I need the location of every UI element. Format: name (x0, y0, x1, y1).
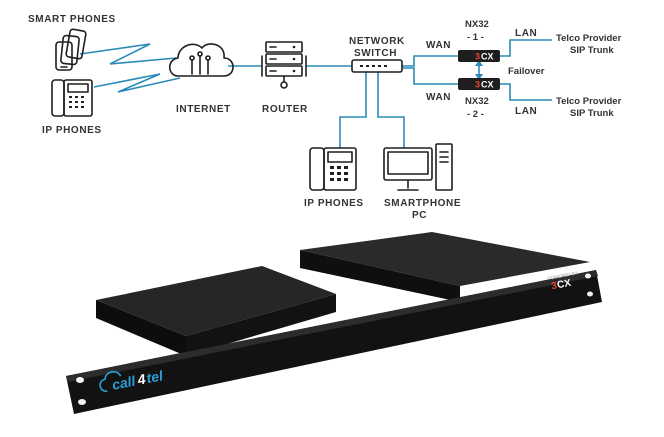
appliance-left-side (96, 300, 186, 356)
telco-top-label-line2: SIP Trunk (570, 45, 614, 56)
mount-hole-right-bottom (587, 291, 593, 297)
lan-bottom-label: LAN (515, 106, 537, 117)
nx32-1-badge-prefix: 3 (475, 52, 480, 62)
lan-top-label: LAN (515, 28, 537, 39)
powered-logo-suffix: CX (556, 278, 572, 292)
nx32-2-telco-link (500, 83, 552, 101)
ipphone-wireless-link (93, 73, 181, 93)
mount-hole-left-bottom (78, 399, 86, 405)
ip-phones-left-label: IP PHONES (42, 125, 102, 136)
diagram-labels: SMART PHONES IP PHONES INTERNET ROUTER N… (28, 14, 622, 221)
mount-hole-right-top (585, 273, 591, 279)
telco-bottom-label-line2: SIP Trunk (570, 108, 614, 119)
nx32-2-device: 3 CX (458, 78, 500, 90)
pc-icon (383, 143, 453, 191)
appliance-right-top (300, 232, 590, 286)
network-switch-label-line2: SWITCH (354, 48, 397, 59)
brand-call: call (111, 372, 138, 392)
nx32-2-badge-suffix: CX (481, 80, 494, 90)
mount-hole-left-top (76, 377, 84, 383)
brand-4: 4 (135, 371, 147, 388)
powered-by-badge: POWERED BY 3 CX (547, 270, 578, 292)
switch-ipphone-link (339, 72, 367, 148)
ip-phones-center-label: IP PHONES (304, 198, 364, 209)
nx32-2-label-line1: NX32 (465, 96, 489, 107)
wan-top-label: WAN (426, 40, 451, 51)
nx32-2-badge-prefix: 3 (475, 80, 480, 90)
appliance-left-top (96, 266, 336, 336)
rack-appliance: call 4 tel POWERED BY 3 CX (66, 232, 602, 414)
router-icon (261, 41, 307, 89)
nx32-1-telco-link (500, 39, 552, 57)
telco-top-label-line1: Telco Provider (556, 33, 622, 44)
powered-by-text: POWERED BY (547, 270, 578, 281)
failover-arrow-down-icon (475, 74, 483, 80)
nx32-2-label-line2: - 2 - (467, 109, 484, 120)
wan-bottom-label: WAN (426, 92, 451, 103)
failover-label: Failover (508, 66, 545, 77)
network-switch-label-line1: NETWORK (349, 36, 405, 47)
rack-panel-highlight (66, 270, 598, 382)
smartphone-pc-label-line2: PC (412, 210, 427, 221)
rack-panel (66, 270, 602, 414)
brand-cloud-icon (99, 370, 122, 392)
appliance-right-side (300, 250, 460, 302)
smart-phones-label: SMART PHONES (28, 14, 116, 25)
network-switch-icon (351, 59, 403, 73)
nx32-1-label-line1: NX32 (465, 19, 489, 30)
brand-tel: tel (145, 367, 165, 386)
nx32-1-device: 3 CX (458, 50, 500, 62)
switch-nx32-1-link (402, 55, 458, 67)
ip-phone-left-icon (51, 79, 93, 117)
nx32-1-label-line2: - 1 - (467, 32, 484, 43)
internet-label: INTERNET (176, 104, 231, 115)
powered-logo-prefix: 3 (550, 280, 558, 292)
failover-arrow-up-icon (475, 60, 483, 66)
telco-bottom-label-line1: Telco Provider (556, 96, 622, 107)
nx32-1-badge-suffix: CX (481, 52, 494, 62)
switch-pc-link (377, 72, 405, 148)
connection-links (79, 39, 552, 148)
appliance-left-front (186, 294, 336, 356)
switch-nx32-2-link (402, 67, 458, 85)
router-label: ROUTER (262, 104, 308, 115)
smart-phones-icon (55, 28, 87, 71)
cloud-internet-icon (168, 43, 234, 77)
ip-phone-center-icon (309, 147, 357, 191)
brand-logo: call 4 tel (99, 367, 165, 393)
smartphone-pc-label-line1: SMARTPHONE (384, 198, 461, 209)
smartphone-wireless-link (79, 43, 177, 65)
